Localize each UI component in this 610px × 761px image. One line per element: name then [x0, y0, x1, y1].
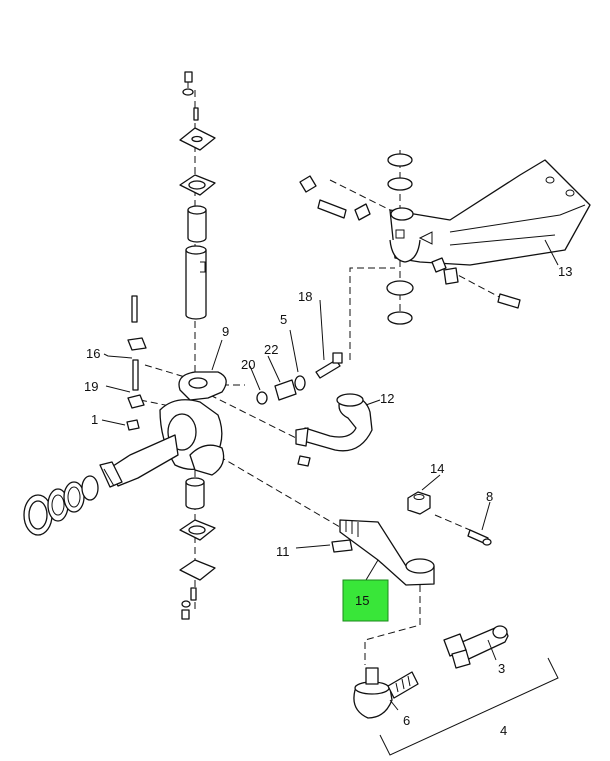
cotter-pin [467, 529, 492, 546]
callout-18[interactable]: 18 [298, 289, 312, 304]
callout-22[interactable]: 22 [264, 342, 278, 357]
callout-leaders [101, 239, 559, 711]
axle-beam [299, 153, 591, 325]
callout-1[interactable]: 1 [91, 412, 98, 427]
steering-knuckle [99, 371, 227, 488]
tie-rod-end-assembly [353, 625, 509, 719]
callout-3[interactable]: 3 [498, 661, 505, 676]
callout-14[interactable]: 14 [430, 461, 444, 476]
tie-rod-arm [331, 519, 435, 586]
callout-15[interactable]: 15 [355, 593, 369, 608]
callout-5[interactable]: 5 [280, 312, 287, 327]
callout-labels: 16 19 1 9 18 5 22 20 12 13 14 8 11 15 3 … [84, 264, 572, 738]
callout-4[interactable]: 4 [500, 723, 507, 738]
bearing-and-seal-rings [23, 475, 99, 536]
drag-link-arm [295, 393, 373, 467]
callout-6[interactable]: 6 [403, 713, 410, 728]
callout-20[interactable]: 20 [241, 357, 255, 372]
callout-19[interactable]: 19 [84, 379, 98, 394]
callout-16[interactable]: 16 [86, 346, 100, 361]
callout-11[interactable]: 11 [276, 544, 290, 559]
callout-9[interactable]: 9 [222, 324, 229, 339]
bolt-spacer-stack [256, 352, 343, 405]
assembly-bracket [379, 657, 559, 756]
kingpin-stack-lower [179, 477, 216, 620]
small-hardware-left [126, 295, 147, 431]
castle-nut [407, 491, 431, 515]
callout-12[interactable]: 12 [380, 391, 394, 406]
kingpin-stack-upper [179, 71, 216, 320]
callout-8[interactable]: 8 [486, 489, 493, 504]
callout-15-highlight[interactable] [342, 579, 389, 622]
callout-13[interactable]: 13 [558, 264, 572, 279]
